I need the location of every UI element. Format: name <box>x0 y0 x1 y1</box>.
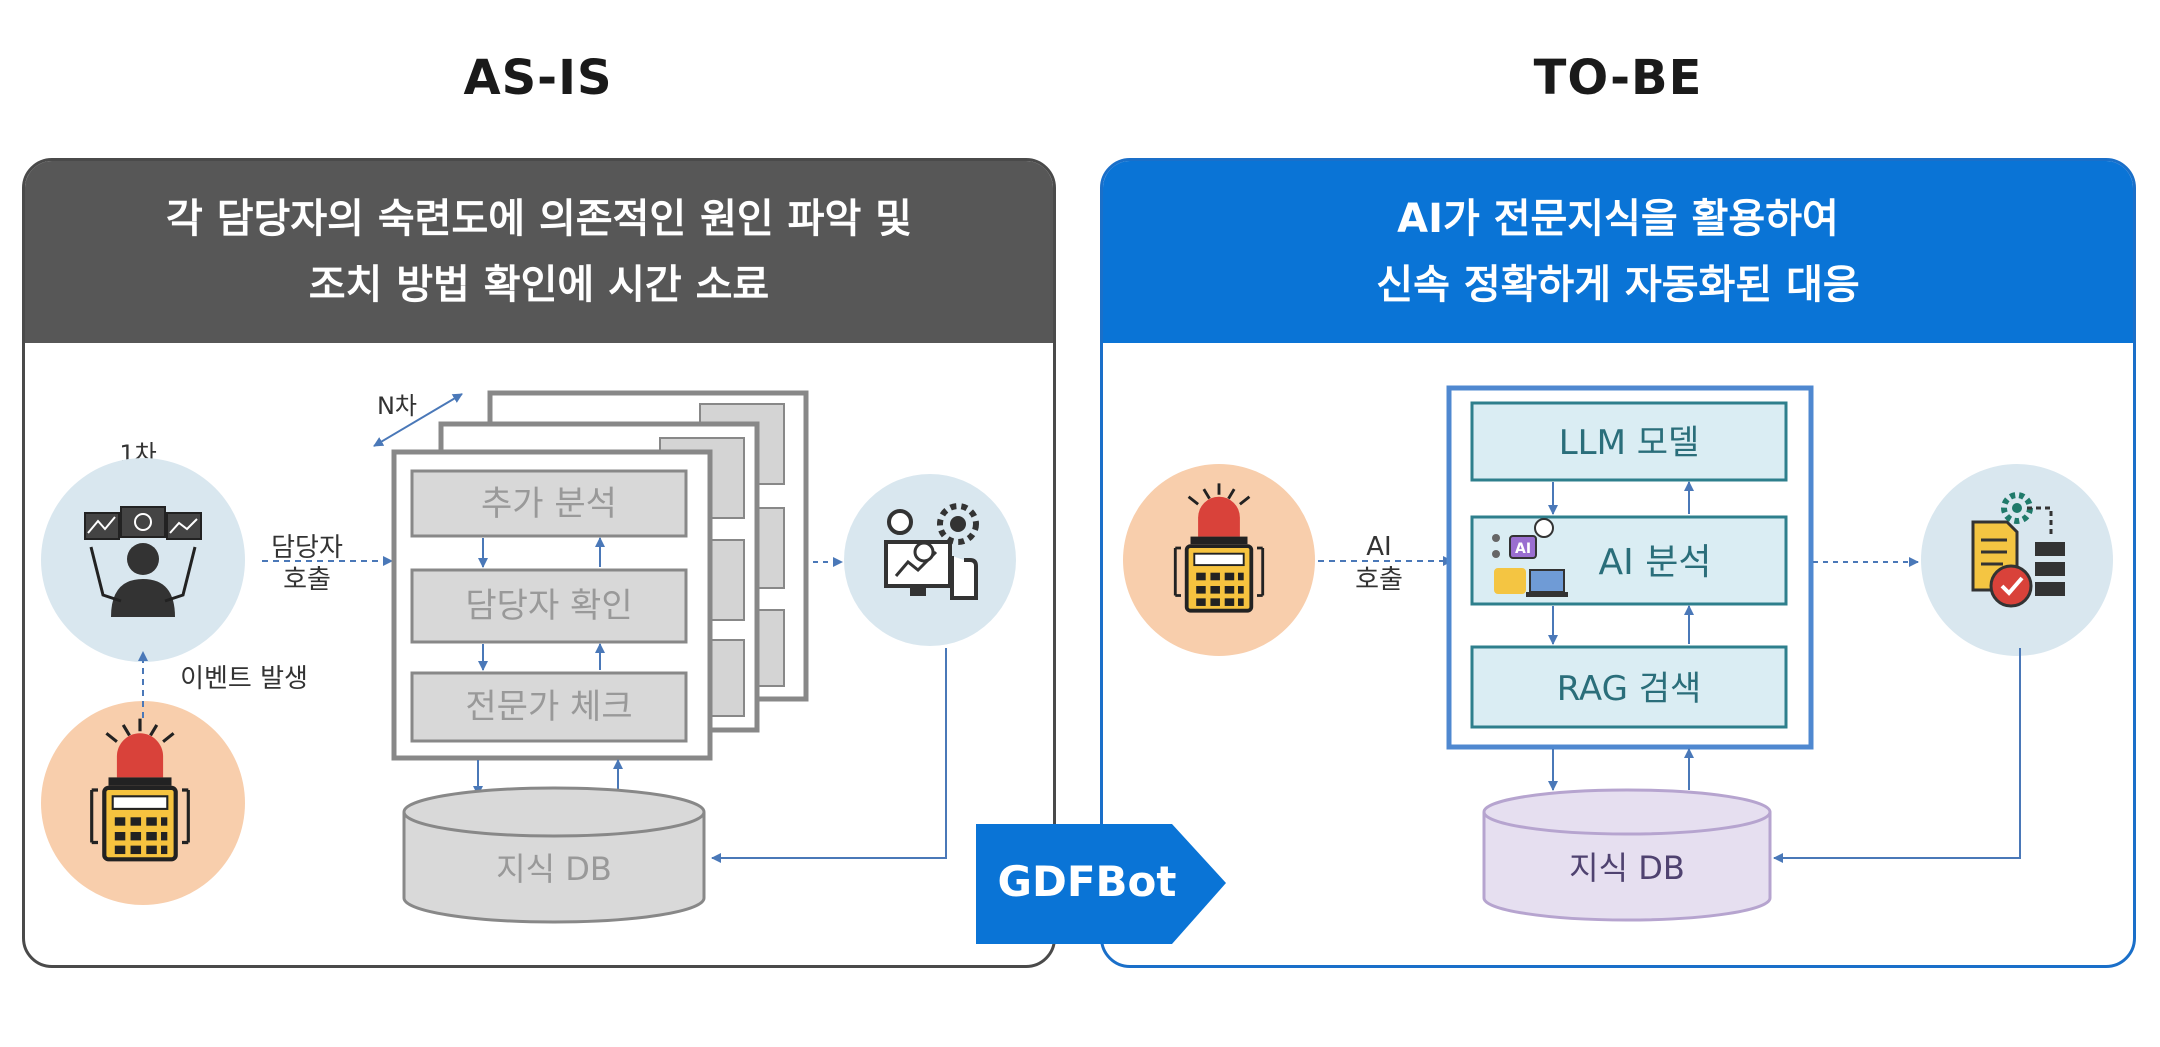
as-is-header: 각 담당자의 숙련도에 의존적인 원인 파악 및 조치 방법 확인에 시간 소료 <box>25 161 1053 343</box>
as-is-call-label-2: 호출 <box>283 565 331 595</box>
box-expert-check-label: 전문가 체크 <box>465 687 632 727</box>
as-is-header-line2: 조치 방법 확인에 시간 소료 <box>308 262 770 308</box>
to-be-header-line1: AI가 전문지식을 활용하여 <box>1397 196 1839 242</box>
event-label: 이벤트 발생 <box>180 664 308 694</box>
to-be-call-label-1: AI <box>1366 532 1391 562</box>
to-be-header: AI가 전문지식을 활용하여 신속 정확하게 자동화된 대응 <box>1103 161 2133 343</box>
as-is-knowledge-db: 지식 DB <box>402 786 706 924</box>
to-be-db-label: 지식 DB <box>1569 849 1685 887</box>
box-llm-label: LLM 모델 <box>1559 423 1700 463</box>
gdfbot-transition-arrow: GDFBot <box>976 824 1226 944</box>
gdfbot-label: GDFBot <box>998 857 1177 906</box>
as-is-call-label-1: 담당자 <box>271 533 343 563</box>
automation-screen-icon <box>884 503 979 600</box>
round-n-arrow <box>373 393 463 447</box>
to-be-call-label-2: 호출 <box>1355 565 1403 595</box>
box-owner-check-label: 담당자 확인 <box>465 586 632 626</box>
ai-laptop-icon: AI <box>1492 518 1568 597</box>
stacked-page-front: 추가 분석 담당자 확인 전문가 체크 <box>391 449 713 761</box>
document-check-icon <box>1971 492 2065 608</box>
box-expert-check <box>410 671 688 743</box>
as-is-header-line1: 각 담당자의 숙련도에 의존적인 원인 파악 및 <box>166 196 912 242</box>
box-analysis <box>410 469 688 538</box>
svg-text:AI: AI <box>1515 541 1531 557</box>
to-be-knowledge-db: 지식 DB <box>1482 788 1772 922</box>
as-is-db-label: 지식 DB <box>496 850 612 888</box>
as-is-title: AS-IS <box>463 50 613 106</box>
box-ai-label: AI 분석 <box>1599 542 1712 583</box>
operator-monitor-icon <box>84 506 202 617</box>
ai-system-frame: LLM 모델 AI 분석 AI RAG 검색 <box>1446 385 1814 750</box>
box-llm <box>1470 401 1788 482</box>
to-be-header-line2: 신속 정확하게 자동화된 대응 <box>1376 262 1860 308</box>
box-owner-check <box>410 568 688 644</box>
to-be-title: TO-BE <box>1533 50 1703 106</box>
round-n-label: N차 <box>377 392 417 420</box>
box-rag <box>1470 645 1788 729</box>
box-rag-label: RAG 검색 <box>1557 669 1702 709</box>
box-analysis-label: 추가 분석 <box>481 484 617 524</box>
